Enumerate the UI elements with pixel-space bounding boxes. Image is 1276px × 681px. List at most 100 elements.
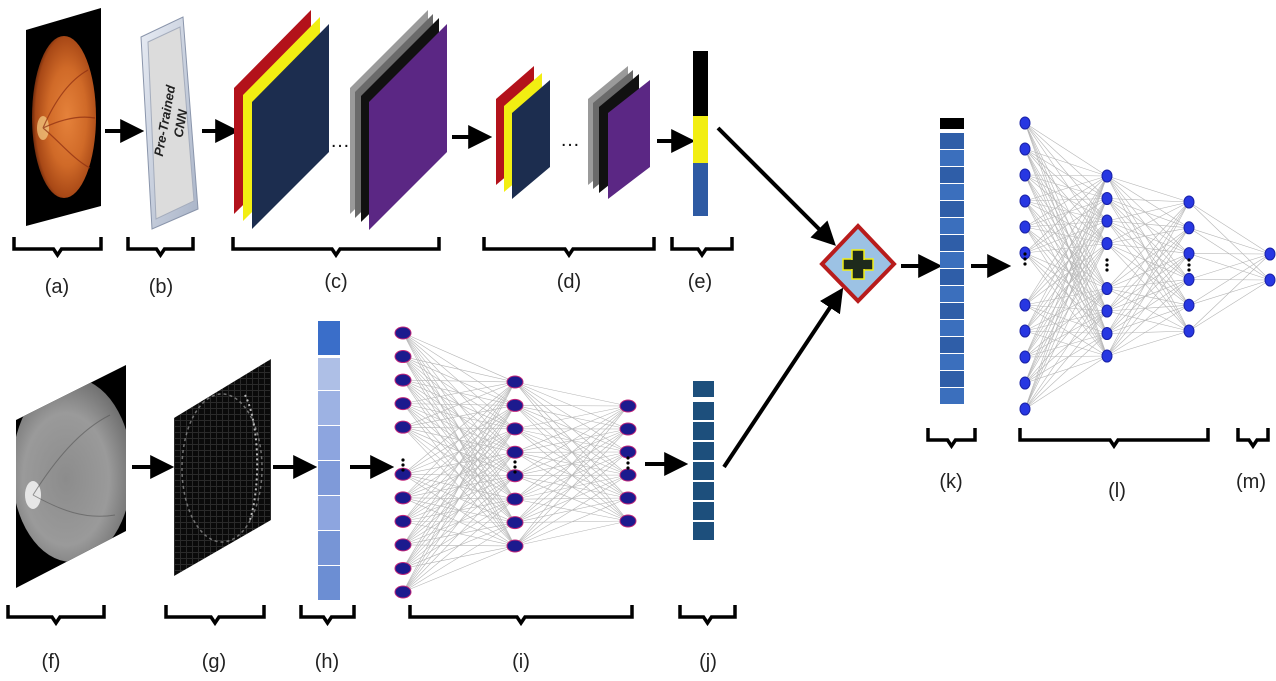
edge (402, 475, 516, 593)
edge (1106, 253, 1190, 289)
vector-cell (693, 482, 714, 500)
edge (1106, 304, 1190, 312)
label-c: (c) (324, 271, 347, 293)
vector-cell (940, 252, 964, 268)
edge (1024, 288, 1108, 384)
edge (1024, 333, 1108, 410)
edge (402, 381, 516, 428)
edge (1106, 288, 1190, 332)
edge (1024, 148, 1108, 312)
edge (1024, 148, 1108, 222)
neuron (1101, 237, 1113, 250)
edge (1024, 330, 1108, 334)
edge (1024, 310, 1108, 410)
edge (1024, 243, 1108, 254)
edge (1024, 175, 1108, 410)
edge (1106, 198, 1190, 306)
ellipsis-dot (1187, 263, 1191, 267)
edge (1106, 201, 1190, 222)
fused-feature-vector (940, 118, 964, 404)
neuron (1264, 273, 1276, 287)
ellipsis-dot (1023, 252, 1027, 256)
edge (1024, 174, 1108, 312)
neuron (619, 445, 637, 459)
edge (1106, 227, 1190, 244)
brace (299, 605, 356, 627)
vector-cell (693, 442, 714, 460)
edge (1188, 253, 1271, 280)
edge (1106, 175, 1190, 306)
edge (1106, 220, 1190, 306)
arrow-to-fusion-top (716, 126, 836, 246)
edge (1024, 243, 1108, 332)
fundus-grayscale-image (16, 365, 126, 588)
label-i: (i) (512, 651, 530, 673)
edge (1024, 288, 1108, 410)
edge (402, 428, 516, 593)
vector-cell (693, 422, 714, 440)
neuron (1019, 142, 1031, 156)
vector-cell (940, 150, 964, 166)
label-h: (h) (315, 651, 339, 673)
edge (1106, 227, 1190, 334)
vector-cell (693, 502, 714, 520)
edge (1106, 243, 1190, 306)
vector-cell (318, 356, 340, 390)
vector-cell (940, 286, 964, 302)
edge (402, 381, 516, 522)
edge (1106, 227, 1190, 357)
neuron (1101, 169, 1113, 183)
ellipsis-d: … (560, 129, 580, 151)
fundus-color-image (26, 8, 101, 226)
edge (1024, 198, 1108, 358)
edge (1106, 330, 1190, 357)
edge (1106, 220, 1190, 254)
edge (1024, 122, 1108, 199)
arrow-to-fusion-bottom (722, 287, 844, 469)
edge (402, 356, 516, 383)
edge (402, 379, 516, 383)
ellipsis-dot (1105, 263, 1109, 267)
edge (1106, 201, 1190, 289)
brace (231, 237, 441, 259)
edge (402, 522, 516, 593)
edge (1024, 355, 1108, 358)
edge (1106, 304, 1190, 357)
ellipsis-dot (626, 461, 630, 465)
edge (514, 405, 629, 547)
ellipsis-dot (513, 465, 517, 469)
edge (1024, 198, 1108, 254)
neuron (394, 467, 412, 481)
label-k: (k) (939, 471, 962, 493)
cnn-label-line2: CNN (171, 108, 191, 139)
label-g: (g) (202, 651, 226, 673)
neuron (394, 491, 412, 505)
ellipsis-dot (1187, 268, 1191, 272)
edge (1024, 174, 1108, 177)
edge (514, 405, 629, 453)
edge (1024, 148, 1108, 357)
edge (1024, 220, 1108, 332)
neuron (1019, 350, 1031, 364)
vector-cell (318, 321, 340, 355)
label-e: (e) (688, 271, 712, 293)
vector-cell (940, 118, 964, 129)
neuron (506, 398, 524, 412)
edge (1024, 174, 1108, 289)
edge (402, 381, 516, 593)
edge (1106, 253, 1190, 334)
vector-cell (940, 218, 964, 234)
edge (514, 405, 629, 500)
edge (402, 381, 516, 475)
edge (1106, 279, 1190, 289)
neuron (394, 561, 412, 575)
neuron (394, 397, 412, 411)
neuron (1019, 220, 1031, 234)
edge (1024, 175, 1108, 358)
edge (1106, 220, 1190, 229)
edge (402, 498, 516, 593)
edge (1106, 279, 1190, 312)
edge (1024, 226, 1108, 289)
edge (1106, 198, 1190, 203)
neuron (1101, 282, 1113, 295)
